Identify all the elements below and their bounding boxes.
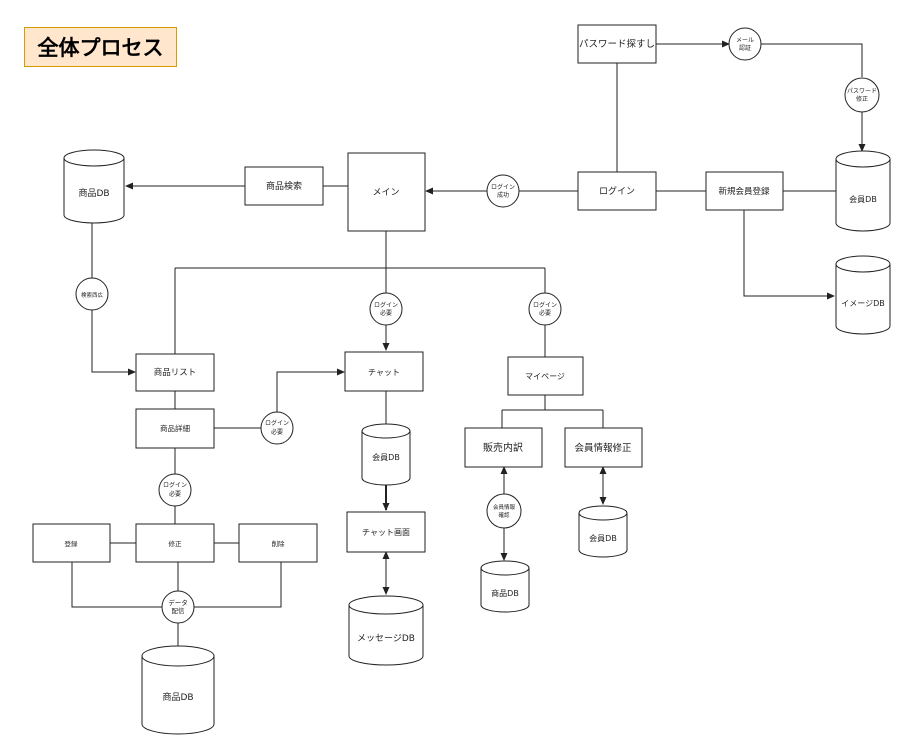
svg-text:認証: 認証	[739, 44, 751, 52]
image-db-cylinder: イメージDB	[835, 255, 891, 335]
product-db-bottom-cylinder: 商品DB	[141, 645, 215, 735]
data-distribution-circle: データ 配信	[161, 590, 195, 624]
svg-text:成功: 成功	[497, 191, 509, 199]
edge-result-list	[91, 309, 136, 376]
svg-text:ログイン: ログイン	[533, 301, 557, 309]
login-required-circle-chat: ログイン 必要	[369, 292, 403, 326]
svg-text:会員情報修正: 会員情報修正	[574, 442, 632, 454]
mail-auth-circle: メール 認証	[728, 27, 762, 61]
svg-text:メイン: メイン	[372, 188, 399, 198]
edit-box[interactable]: 修正	[135, 523, 215, 563]
mypage-box[interactable]: マイページ	[507, 356, 584, 396]
edge-mail-to-pwfix	[761, 43, 863, 77]
svg-text:修正: 修正	[169, 539, 183, 548]
edges	[71, 40, 866, 647]
login-required-circle-mypage: ログイン 必要	[528, 292, 562, 326]
member-info-check-circle: 会員情報 確認	[486, 493, 522, 529]
svg-text:商品リスト: 商品リスト	[154, 367, 197, 378]
svg-text:登録: 登録	[65, 539, 79, 548]
svg-text:会員DB: 会員DB	[372, 452, 400, 462]
register-box[interactable]: 登録	[32, 523, 111, 563]
svg-text:パスワード探すし: パスワード探すし	[579, 38, 655, 50]
svg-text:会員情報: 会員情報	[493, 503, 516, 511]
login-required-circle-detail: ログイン 必要	[260, 411, 294, 445]
main-box[interactable]: メイン	[347, 152, 426, 232]
member-db-mypage-cylinder: 会員DB	[578, 505, 628, 558]
svg-text:ログイン: ログイン	[163, 481, 187, 489]
product-db-mypage-cylinder: 商品DB	[480, 560, 530, 613]
member-info-edit-box[interactable]: 会員情報修正	[564, 427, 643, 468]
password-fix-circle: パスワード 修正	[844, 77, 880, 113]
product-db-top-cylinder: 商品DB	[63, 149, 125, 224]
message-db-cylinder: メッセージDB	[348, 595, 424, 666]
diagram-title: 全体プロセス	[24, 27, 177, 67]
svg-text:ログイン: ログイン	[374, 301, 398, 309]
svg-text:ログイン: ログイン	[491, 183, 515, 191]
svg-text:マイページ: マイページ	[525, 372, 565, 381]
product-detail-box[interactable]: 商品詳細	[135, 408, 215, 449]
svg-text:必要: 必要	[380, 309, 392, 317]
svg-text:会員DB: 会員DB	[589, 533, 617, 543]
svg-text:商品詳細: 商品詳細	[160, 423, 190, 433]
svg-text:メール: メール	[736, 37, 754, 44]
diagram-title-text: 全体プロセス	[37, 36, 164, 60]
svg-text:販売内訳: 販売内訳	[483, 441, 523, 454]
svg-text:商品検索: 商品検索	[266, 180, 302, 192]
svg-text:ログイン: ログイン	[599, 185, 635, 197]
edge-login3-chat	[276, 368, 345, 412]
svg-text:検索西広: 検索西広	[81, 291, 104, 299]
condition-circles: メール 認証 パスワード 修正 ログイン 成功 検索西広 ログイン 必要 ログイ…	[75, 27, 880, 624]
databases: 商品DB 会員DB イメージDB 会員DB 会員DB	[63, 149, 891, 735]
svg-text:新規会員登録: 新規会員登録	[718, 186, 770, 197]
login-box[interactable]: ログイン	[577, 171, 657, 211]
login-required-circle-edit: ログイン 必要	[158, 473, 192, 507]
svg-text:商品DB: 商品DB	[78, 187, 109, 199]
chat-box[interactable]: チャット	[344, 351, 424, 392]
svg-text:必要: 必要	[539, 309, 551, 317]
svg-text:修正: 修正	[856, 95, 868, 103]
svg-text:商品DB: 商品DB	[491, 588, 519, 598]
new-member-box[interactable]: 新規会員登録	[705, 171, 784, 211]
edge-newmember-imagedb	[743, 210, 835, 300]
svg-text:チャット: チャット	[368, 368, 400, 377]
svg-text:必要: 必要	[271, 428, 283, 436]
svg-text:削除: 削除	[272, 539, 286, 548]
edge-register-down	[71, 562, 163, 608]
login-success-circle: ログイン 成功	[486, 174, 520, 208]
svg-text:イメージDB: イメージDB	[841, 299, 885, 308]
svg-text:チャット画面: チャット画面	[362, 528, 410, 537]
process-boxes: パスワード探すし ログイン 新規会員登録 メイン 商品検索 商品リスト 商品詳細	[32, 24, 784, 563]
svg-text:必要: 必要	[169, 490, 181, 498]
member-db-top-cylinder: 会員DB	[835, 150, 891, 232]
search-result-circle: 検索西広	[75, 277, 109, 311]
svg-text:商品DB: 商品DB	[162, 691, 193, 703]
svg-text:会員DB: 会員DB	[849, 194, 877, 204]
chat-screen-box[interactable]: チャット画面	[346, 511, 426, 553]
password-reset-box[interactable]: パスワード探すし	[577, 24, 657, 64]
product-search-box[interactable]: 商品検索	[244, 166, 324, 206]
svg-text:確認: 確認	[498, 511, 510, 519]
svg-text:データ: データ	[168, 598, 188, 607]
svg-text:メッセージDB: メッセージDB	[357, 633, 415, 644]
delete-box[interactable]: 削除	[238, 523, 318, 563]
svg-text:ログイン: ログイン	[265, 419, 289, 427]
member-db-chat-cylinder: 会員DB	[361, 423, 411, 486]
svg-text:配信: 配信	[172, 606, 186, 615]
edge-delete-down	[193, 562, 282, 608]
svg-text:パスワード: パスワード	[847, 88, 877, 95]
sales-detail-box[interactable]: 販売内訳	[464, 427, 543, 468]
product-list-box[interactable]: 商品リスト	[135, 353, 215, 392]
